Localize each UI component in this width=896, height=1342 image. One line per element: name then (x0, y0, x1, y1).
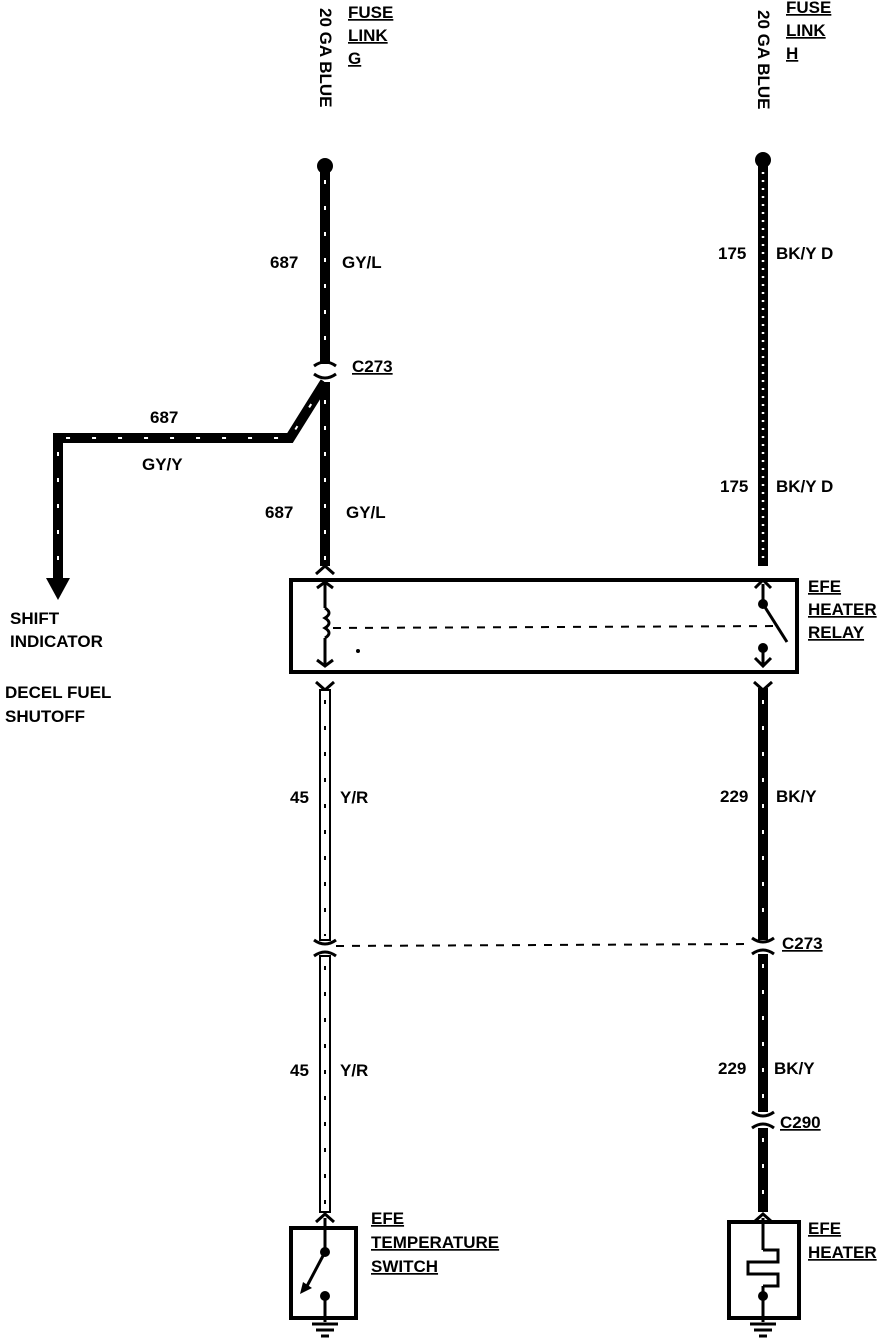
relay-label-line2: HEATER (808, 600, 877, 619)
wire-687-gyy-branch (53, 379, 330, 580)
temp-switch-terminal (315, 1211, 335, 1224)
relay-switch-contact (753, 577, 789, 669)
temp-switch-label-line2: TEMPERATURE (371, 1233, 499, 1252)
decel-fuel-label-line2: SHUTOFF (5, 707, 85, 726)
wire-229-upper-number: 229 (720, 787, 748, 806)
right-supply-wire-label: 20 GA BLUE (754, 10, 773, 110)
efe-heater-relay-box (289, 578, 799, 674)
wire-229-lower-number: 229 (718, 1059, 746, 1078)
connector-c273-left-mid (313, 938, 337, 958)
temp-switch-label-line1: EFE (371, 1209, 404, 1228)
heater-element (746, 1218, 780, 1322)
relay-left-bottom-terminal (315, 680, 335, 693)
left-supply-wire-label: 20 GA BLUE (316, 8, 335, 108)
shift-indicator-label-line1: SHIFT (10, 609, 60, 628)
left-ground-icon (312, 1322, 338, 1338)
wire-45-upper-number: 45 (290, 788, 309, 807)
relay-coil (316, 580, 334, 668)
heater-terminal (753, 1211, 773, 1224)
connector-c290-label: C290 (780, 1113, 821, 1132)
left-fuse-link-line3: G (348, 49, 361, 68)
temp-switch-contact (300, 1218, 330, 1322)
connector-c273-top-label: C273 (352, 357, 393, 376)
right-fuse-link-line2: LINK (786, 21, 826, 40)
left-supply-terminal (317, 158, 333, 174)
wire-45-upper-color: Y/R (340, 788, 368, 807)
relay-label-line3: RELAY (808, 623, 865, 642)
connector-c290 (751, 1110, 775, 1130)
wire-687-mid-number: 687 (265, 503, 293, 522)
branch-wire-number: 687 (150, 408, 178, 427)
right-ground-icon (750, 1322, 776, 1338)
relay-mechanical-link (332, 625, 781, 629)
branch-wire-color: GY/Y (142, 455, 183, 474)
wire-45-lower-number: 45 (290, 1061, 309, 1080)
wire-45-lower-color: Y/R (340, 1061, 368, 1080)
shift-indicator-label-line2: INDICATOR (10, 632, 103, 651)
shift-indicator-arrow (46, 578, 70, 600)
right-fuse-link-line3: H (786, 44, 798, 63)
right-supply-terminal (755, 152, 771, 168)
wire-229-upper-color: BK/Y (776, 787, 817, 806)
relay-label-line1: EFE (808, 577, 841, 596)
connector-c273-right-mid (751, 936, 775, 956)
connector-c273-top (313, 360, 337, 380)
wire-229-lower-color: BK/Y (774, 1059, 815, 1078)
right-fuse-link-line1: FUSE (786, 0, 831, 17)
connector-c273-mid-label: C273 (782, 934, 823, 953)
heater-label-line1: EFE (808, 1219, 841, 1238)
wire-175-lower-color: BK/Y D (776, 477, 833, 496)
left-fuse-link-line2: LINK (348, 26, 388, 45)
heater-label-line2: HEATER (808, 1243, 877, 1262)
left-fuse-link-line1: FUSE (348, 3, 393, 22)
wire-687-top-number: 687 (270, 253, 298, 272)
wire-45-yr-upper (319, 689, 331, 941)
relay-mark-dot (356, 649, 360, 653)
temp-switch-label-line3: SWITCH (371, 1257, 438, 1276)
wire-687-top-color: GY/L (342, 253, 382, 272)
wire-45-yr-lower (319, 955, 331, 1213)
wire-175-top-color: BK/Y D (776, 244, 833, 263)
wire-687-mid-color: GY/L (346, 503, 386, 522)
connector-c273-shared-link (335, 943, 753, 947)
decel-fuel-label-line1: DECEL FUEL (5, 683, 111, 702)
wire-175-lower-number: 175 (720, 477, 748, 496)
wire-175-top-number: 175 (718, 244, 746, 263)
relay-left-top-terminal (315, 563, 335, 576)
